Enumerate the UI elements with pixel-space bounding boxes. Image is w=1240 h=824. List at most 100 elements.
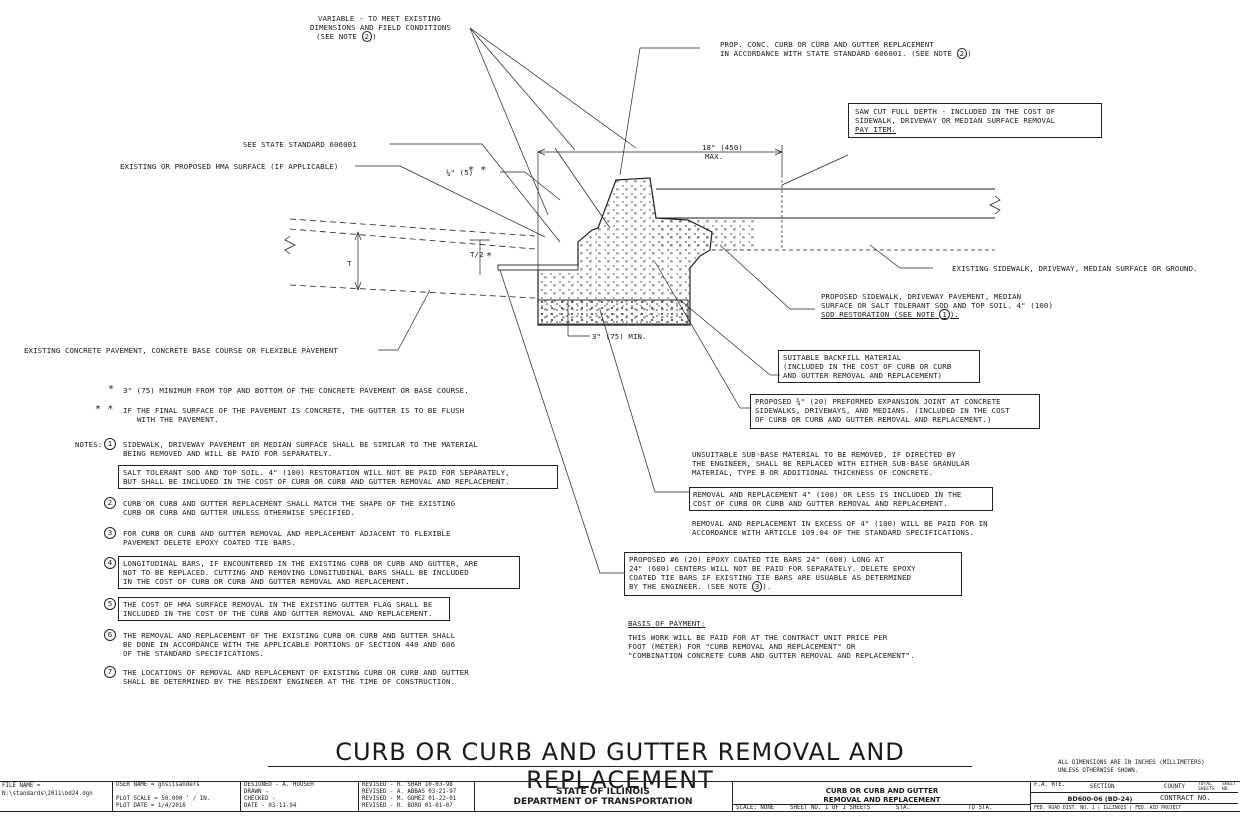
callout-existing-sidewalk: EXISTING SIDEWALK, DRIVEWAY, MEDIAN SURF… <box>952 264 1198 273</box>
curb-and-gutter <box>537 177 713 326</box>
backfill-box: SUITABLE BACKFILL MATERIAL (INCLUDED IN … <box>778 350 980 383</box>
label-quarter-inch: ¼" (5) <box>446 168 474 177</box>
tie-bars-line-2: 24" (600) CENTERS WILL NOT BE PAID FOR S… <box>629 564 916 573</box>
note-5-box: THE COST OF HMA SURFACE REMOVAL IN THE E… <box>118 597 450 621</box>
removal-4-box: REMOVAL AND REPLACEMENT 4" (100) OR LESS… <box>689 487 993 511</box>
note-1-line-2: BEING REMOVED AND WILL BE PAID FOR SEPAR… <box>123 449 333 458</box>
scale: SCALE: NONE <box>736 805 775 811</box>
sheet-no-col: SHEET NO. <box>1222 782 1236 792</box>
note-4-box: LONGITUDINAL BARS, IF ENCOUNTERED IN THE… <box>118 556 520 589</box>
callout-prop-conc-1: PROP. CONC. CURB OR CURB AND GUTTER REPL… <box>720 40 934 49</box>
callout-existing-concrete: EXISTING CONCRETE PAVEMENT, CONCRETE BAS… <box>24 346 338 355</box>
revised-2: REVISED - A. ABBAS 03-21-97 <box>362 789 457 795</box>
revised-1: REVISED - R. SHAH 10-03-98 <box>362 782 453 788</box>
basis-title: BASIS OF PAYMENT: <box>628 619 706 628</box>
callout-removal-excess-1: REMOVAL AND REPLACEMENT IN EXCESS OF 4" … <box>692 519 988 528</box>
date: DATE - 03-11-94 <box>244 803 297 809</box>
expansion-line-3: OF CURB OR CURB AND GUTTER REMOVAL AND R… <box>755 415 992 424</box>
tie-bars-box: PROPOSED #6 (20) EPOXY COATED TIE BARS 2… <box>624 552 962 596</box>
note-2-line-2: CURB OR CURB AND GUTTER UNLESS OTHERWISE… <box>123 508 356 517</box>
backfill-line-2: (INCLUDED IN THE COST OF CURB OR CURB <box>783 362 952 371</box>
sidewalk <box>656 175 1001 251</box>
label-double-star: * * <box>468 165 487 176</box>
basis-line-3: "COMBINATION CONCRETE CURB AND GUTTER RE… <box>628 651 915 660</box>
dimensions-note-1: ALL DIMENSIONS ARE IN INCHES (MILLIMETER… <box>1058 760 1205 766</box>
sheet-no: SHEET NO. 1 OF 1 SHEETS <box>790 805 871 811</box>
plot-date: PLOT DATE = 1/4/2016 <box>116 803 186 809</box>
revised-3: REVISED - M. GOMEZ 01-22-01 <box>362 796 457 802</box>
note-3-line-2: PAVEMENT DELETE EPOXY COATED TIE BARS. <box>123 538 296 547</box>
callout-variable-3: (SEE NOTE 2) <box>316 31 377 42</box>
dimension-t <box>354 231 490 291</box>
drawn: DRAWN - <box>244 789 269 795</box>
note-1-line-1: SIDEWALK, DRIVEWAY PAVEMENT OR MEDIAN SU… <box>123 440 478 449</box>
note-star-1: 3" (75) MINIMUM FROM TOP AND BOTTOM OF T… <box>123 386 469 395</box>
dimensions-note-2: UNLESS OTHERWISE SHOWN. <box>1058 768 1139 774</box>
user-name: USER NAME = gnslisanders <box>116 782 200 788</box>
proposed-sidewalk-line-3: SOD RESTORATION (SEE NOTE 1). <box>821 309 959 320</box>
note-2-number: 2 <box>104 497 116 509</box>
label-3in-min: 3" (75) MIN. <box>592 332 647 341</box>
county-col: COUNTY <box>1164 784 1185 790</box>
note-7-line-2: SHALL BE DETERMINED BY THE RESIDENT ENGI… <box>123 677 456 686</box>
note-4-number: 4 <box>104 557 116 569</box>
file-name: N:\standards\2011\bd24.dgn <box>2 791 93 797</box>
note-6-number: 6 <box>104 629 116 641</box>
total-sheets-col: TOTAL SHEETS <box>1198 782 1215 792</box>
title-block: FILE NAME = N:\standards\2011\bd24.dgn U… <box>0 781 1240 819</box>
tie-bars-line-4: BY THE ENGINEER. (SEE NOTE 3). <box>629 581 772 592</box>
pavement-lines <box>284 218 536 299</box>
note-2-line-1: CURB OR CURB AND GUTTER REPLACEMENT SHAL… <box>123 499 456 508</box>
sheet-title-2: REMOVAL AND REPLACEMENT <box>823 796 941 804</box>
to-sta: TO STA. <box>968 805 993 811</box>
label-half-t: T/2 <box>470 250 484 259</box>
basis-line-2: FOOT (METER) FOR "CURB REMOVAL AND REPLA… <box>628 642 856 651</box>
note-1-number: 1 <box>104 438 116 450</box>
expansion-line-1: PROPOSED ¾" (20) PREFORMED EXPANSION JOI… <box>755 397 1001 406</box>
proposed-sidewalk-line-1: PROPOSED SIDEWALK, DRIVEWAY PAVEMENT, ME… <box>821 292 1022 301</box>
callout-see-state: SEE STATE STANDARD 606001 <box>243 140 357 149</box>
note-4-line-2: NOT TO BE REPLACED. CUTTING AND REMOVING… <box>123 568 469 577</box>
file-name-label: FILE NAME = <box>2 783 41 789</box>
note-3-line-1: FOR CURB OR CURB AND GUTTER REMOVAL AND … <box>123 529 451 538</box>
note-5-number: 5 <box>104 598 116 610</box>
saw-cut-line-1: SAW CUT FULL DEPTH - INCLUDED IN THE COS… <box>855 107 1056 116</box>
note-1-box: SALT TOLERANT SOD AND TOP SOIL. 4" (100)… <box>118 465 558 489</box>
agency-line-1: STATE OF ILLINOIS <box>556 787 650 797</box>
callout-existing-hma: EXISTING OR PROPOSED HMA SURFACE (IF APP… <box>120 162 339 171</box>
proposed-sidewalk-note: PROPOSED SIDEWALK, DRIVEWAY PAVEMENT, ME… <box>815 290 1053 323</box>
note-6-line-2: BE DONE IN ACCORDANCE WITH THE APPLICABL… <box>123 640 456 649</box>
sta: STA. <box>896 805 910 811</box>
backfill-line-1: SUITABLE BACKFILL MATERIAL <box>783 353 902 362</box>
dimension-18in <box>537 145 783 300</box>
removal-4-line-1: REMOVAL AND REPLACEMENT 4" (100) OR LESS… <box>693 490 962 499</box>
contract-no: CONTRACT NO. <box>1160 794 1211 802</box>
drawing-title: CURB OR CURB AND GUTTER REMOVAL AND REPL… <box>335 738 905 794</box>
callout-unsuitable-2: THE ENGINEER, SHALL BE REPLACED WITH EIT… <box>692 459 970 468</box>
checked: CHECKED - <box>244 796 276 802</box>
proposed-sidewalk-line-2: SURFACE OR SALT TOLERANT SOD AND TOP SOI… <box>821 301 1054 310</box>
fa-rte: F.A. RTE. <box>1034 782 1066 788</box>
saw-cut-line-3: PAY ITEM. <box>855 125 896 134</box>
callout-variable-1: VARIABLE - TO MEET EXISTING <box>318 14 441 23</box>
backfill-line-3: AND GUTTER REMOVAL AND REPLACEMENT) <box>783 371 943 380</box>
designed: DESIGNED - A. HOUSEH <box>244 782 314 788</box>
note-6-line-1: THE REMOVAL AND REPLACEMENT OF THE EXIST… <box>123 631 456 640</box>
callout-unsuitable-1: UNSUITABLE SUB-BASE MATERIAL TO BE REMOV… <box>692 450 956 459</box>
expansion-box: PROPOSED ¾" (20) PREFORMED EXPANSION JOI… <box>750 394 1040 429</box>
callout-prop-conc-2: IN ACCORDANCE WITH STATE STANDARD 606001… <box>720 48 972 59</box>
note-4-line-1: LONGITUDINAL BARS, IF ENCOUNTERED IN THE… <box>123 559 478 568</box>
label-dim-18: 18" (450) <box>702 143 743 152</box>
revised-4: REVISED - R. BORO 01-01-07 <box>362 803 453 809</box>
tie-bars-line-1: PROPOSED #6 (20) EPOXY COATED TIE BARS 2… <box>629 555 884 564</box>
leader-lines <box>355 27 933 574</box>
note-star-2-line-1: IF THE FINAL SURFACE OF THE PAVEMENT IS … <box>123 406 465 415</box>
note-6-line-3: OF THE STANDARD SPECIFICATIONS. <box>123 649 265 658</box>
sheet-title-1: CURB OR CURB AND GUTTER <box>825 787 939 795</box>
removal-4-line-2: COST OF CURB OR CURB AND GUTTER REMOVAL … <box>693 499 948 508</box>
note-1-box-line-1: SALT TOLERANT SOD AND TOP SOIL. 4" (100)… <box>123 468 510 477</box>
expansion-line-2: SIDEWALKS, DRIVEWAYS, AND MEDIANS. (INCL… <box>755 406 1010 415</box>
star-symbol-1: * <box>108 384 115 395</box>
